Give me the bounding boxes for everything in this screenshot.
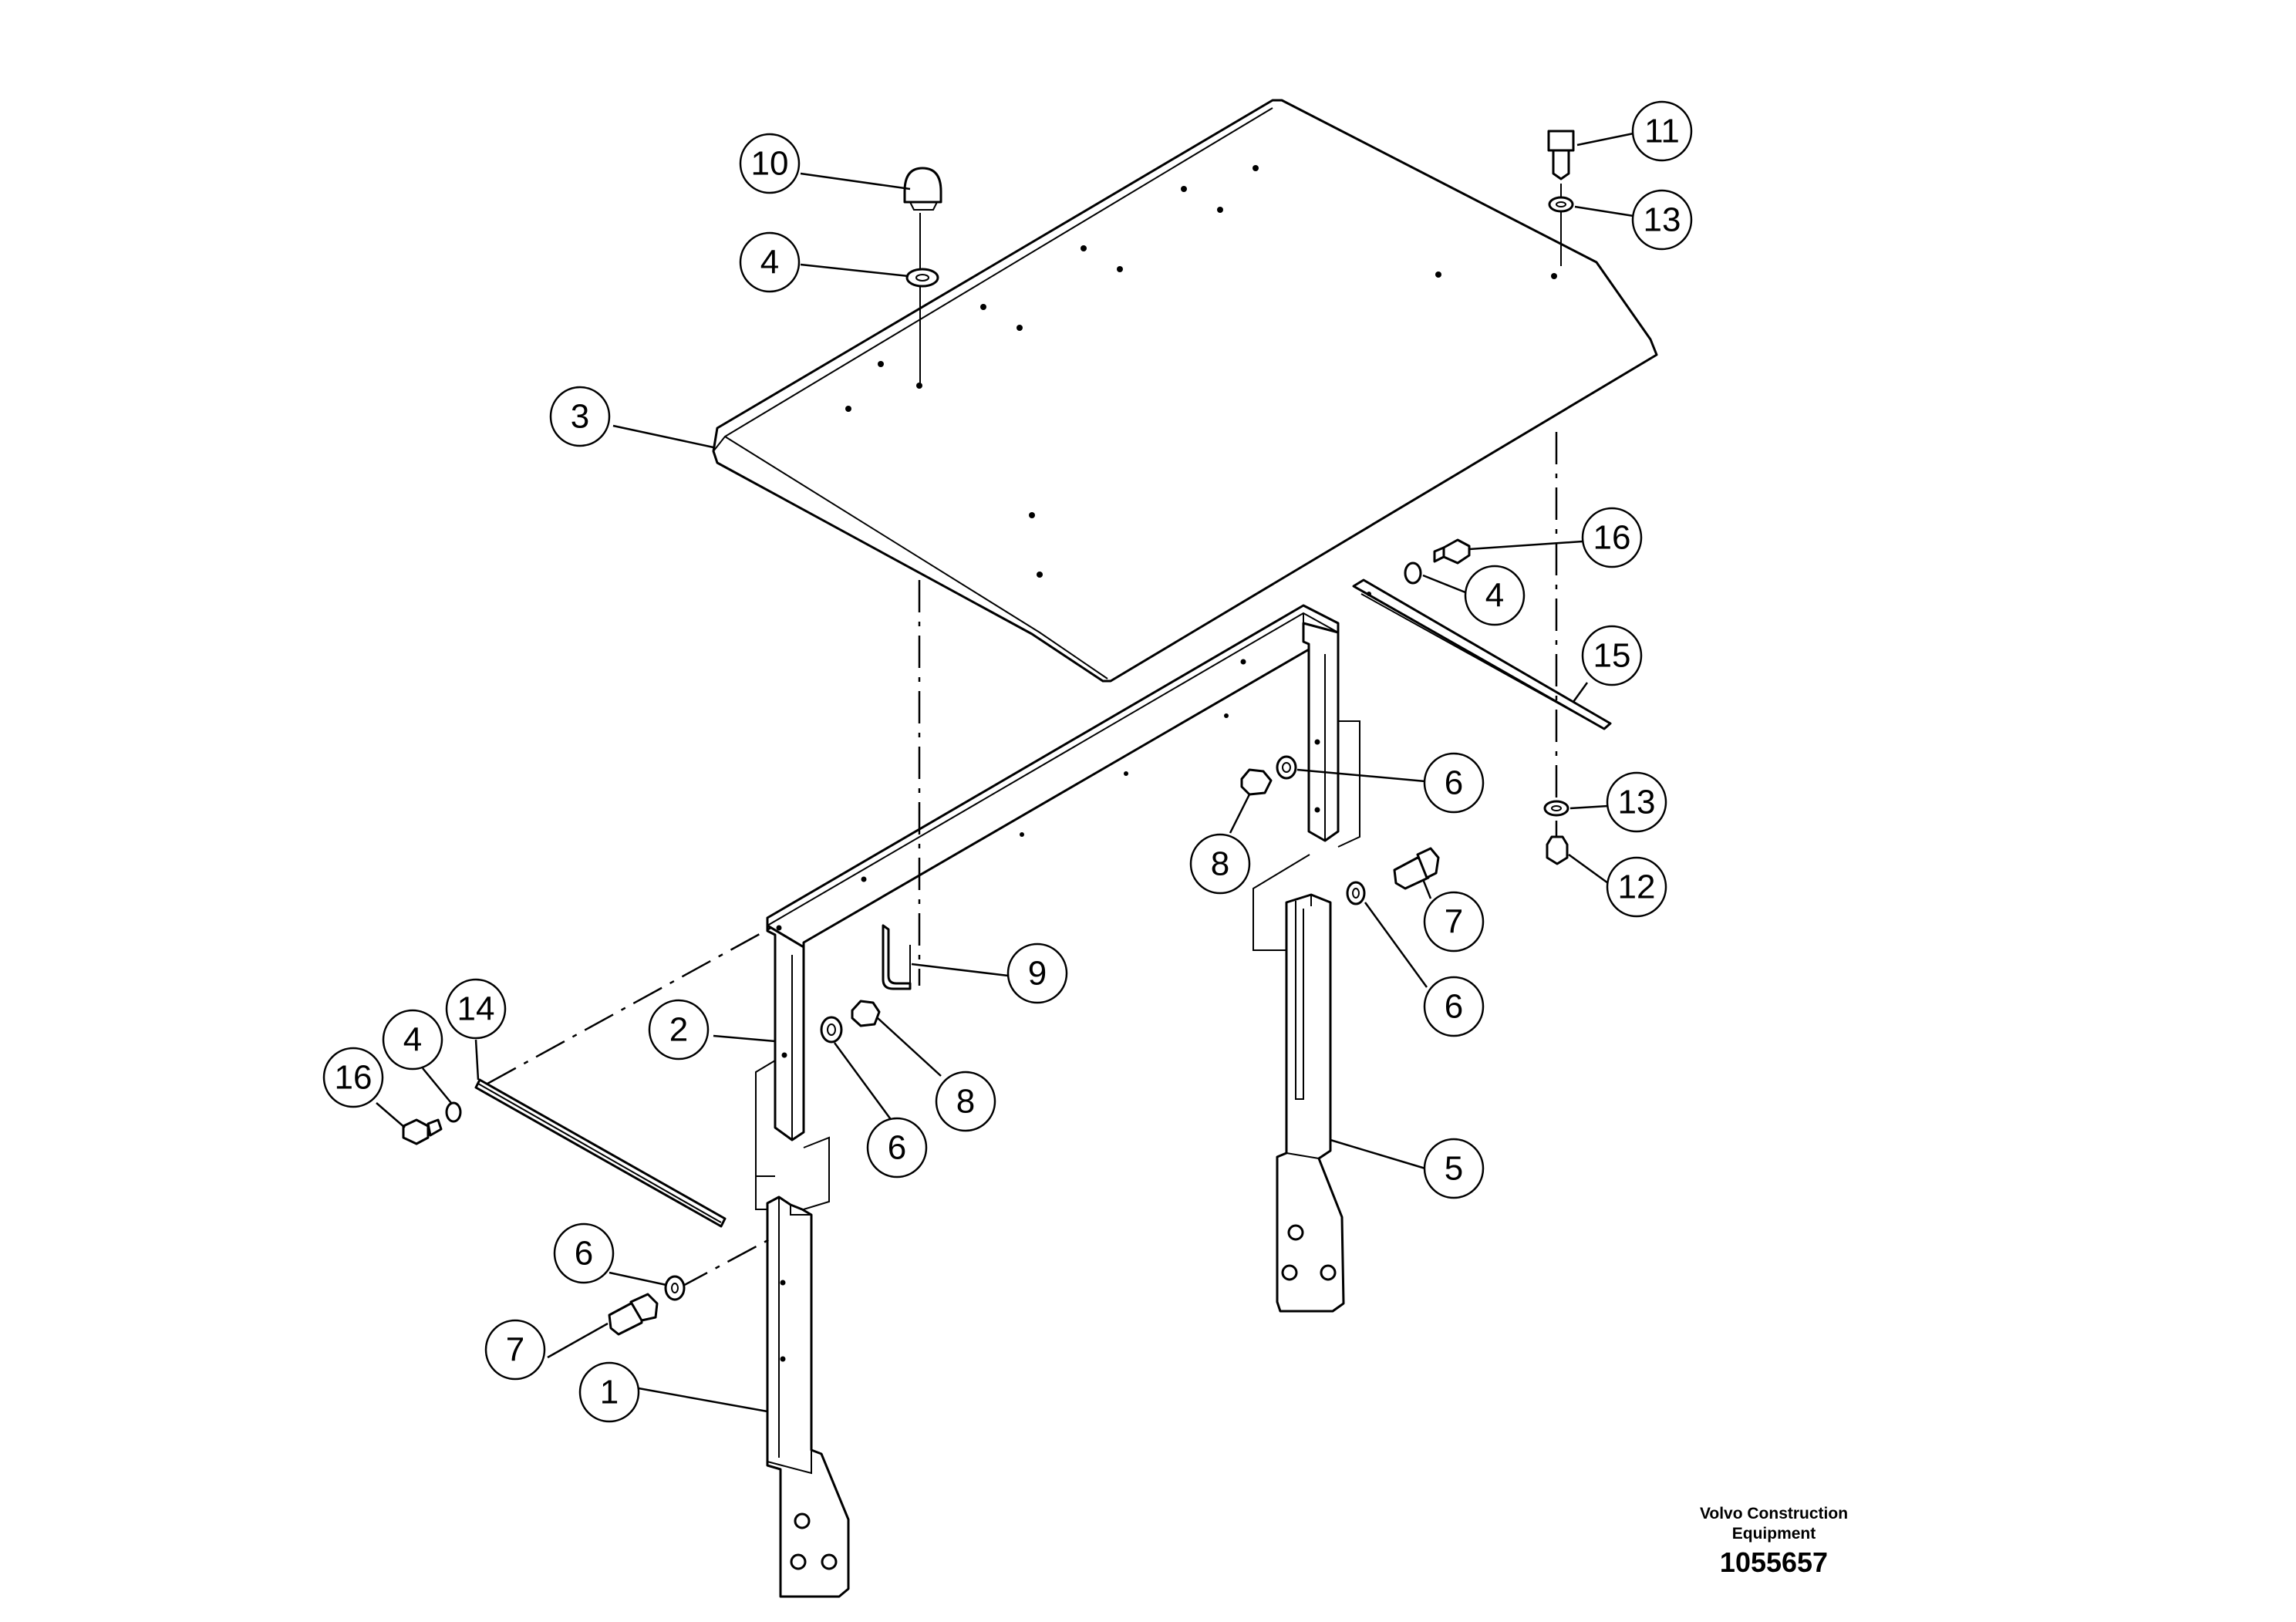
- callout-8-right-label: 8: [1211, 845, 1229, 883]
- callout-13-top-label: 13: [1644, 201, 1681, 239]
- washer-part-13-bottom: [1543, 800, 1569, 817]
- bolt-part-16-right: [1433, 538, 1471, 565]
- washer-part-6-right-lower: [1346, 881, 1366, 905]
- callout-6-left-upper: 6: [866, 1117, 928, 1179]
- callout-6-right-upper-label: 6: [1445, 764, 1463, 802]
- callout-5: 5: [1423, 1138, 1485, 1199]
- nut-part-8-left: [851, 1000, 881, 1027]
- washer-part-13-top: [1548, 196, 1574, 213]
- lower-right-support-part-5: [1276, 893, 1345, 1313]
- callout-8-left-label: 8: [956, 1083, 975, 1121]
- washer-part-4-left: [445, 1101, 462, 1123]
- break-box-left-upper: [755, 1060, 776, 1177]
- callout-6-right-upper: 6: [1423, 752, 1485, 814]
- left-brace-part-14: [474, 1078, 727, 1228]
- break-box-right-lower: [1253, 854, 1310, 951]
- callout-4-left: 4: [382, 1009, 443, 1071]
- manufacturer-line-2: Equipment: [1731, 1525, 1816, 1543]
- nut-part-12: [1546, 835, 1569, 865]
- callout-13-top: 13: [1631, 189, 1693, 251]
- washer-part-6-left-lower: [664, 1275, 686, 1301]
- callout-2-label: 2: [669, 1011, 688, 1049]
- callout-16-right-label: 16: [1593, 519, 1631, 557]
- washer-part-4-right: [1404, 561, 1422, 585]
- callout-3-label: 3: [571, 398, 589, 436]
- bolt-part-16-left: [402, 1118, 443, 1145]
- drawing-number: 1055657: [1719, 1546, 1829, 1578]
- callout-10-label: 10: [751, 145, 789, 183]
- callout-12: 12: [1606, 856, 1667, 918]
- manufacturer-line-1: Volvo Construction: [1699, 1505, 1849, 1523]
- callout-16-left-label: 16: [335, 1059, 373, 1097]
- bolt-part-7-right: [1393, 847, 1440, 890]
- callout-9: 9: [1006, 943, 1068, 1004]
- callout-6-left-lower: 6: [553, 1222, 615, 1284]
- callout-7-right: 7: [1423, 891, 1485, 953]
- callout-11: 11: [1631, 100, 1693, 162]
- lower-left-support-part-1: [766, 1195, 850, 1598]
- callout-4-right-label: 4: [1485, 577, 1504, 615]
- manufacturer-label: Volvo Construction Equipment: [1666, 1504, 1882, 1544]
- callout-13-bottom: 13: [1606, 771, 1667, 833]
- washer-part-6-left-upper: [820, 1016, 843, 1044]
- u-bolt-part-9: [882, 924, 912, 990]
- roof-panel-part-3: [712, 99, 1658, 683]
- callout-7-left: 7: [484, 1319, 546, 1381]
- callout-4-right: 4: [1464, 565, 1526, 626]
- left-leg-part-2: [766, 924, 805, 1141]
- callout-14-label: 14: [457, 990, 495, 1028]
- callout-4-left-label: 4: [403, 1021, 422, 1059]
- callout-8-left: 8: [935, 1071, 996, 1132]
- axis-left-bolt: [678, 1235, 776, 1290]
- callout-4-top-label: 4: [760, 244, 779, 282]
- callout-8-right: 8: [1189, 833, 1251, 895]
- callout-6-right-lower-label: 6: [1445, 988, 1463, 1026]
- callout-13-bottom-label: 13: [1618, 784, 1656, 821]
- callout-4-top: 4: [739, 231, 801, 293]
- callout-16-left: 16: [322, 1047, 384, 1108]
- break-box-right-upper: [1337, 720, 1360, 848]
- callout-7-left-label: 7: [506, 1331, 524, 1369]
- callout-6-right-lower: 6: [1423, 976, 1485, 1037]
- washer-part-4-top: [905, 268, 939, 288]
- frame-right-leg: [1302, 622, 1340, 842]
- callout-5-label: 5: [1445, 1150, 1463, 1188]
- callout-7-right-label: 7: [1445, 903, 1463, 941]
- leader-lines: [376, 132, 1634, 1413]
- right-brace-part-15: [1352, 578, 1612, 730]
- break-box-left-lower: [755, 1136, 830, 1210]
- callout-15-label: 15: [1593, 637, 1631, 675]
- washer-part-6-right-upper: [1276, 755, 1297, 780]
- nut-part-8-right: [1240, 768, 1273, 796]
- callout-2: 2: [648, 999, 710, 1061]
- cap-nut-part-10: [903, 167, 942, 386]
- callout-3: 3: [549, 386, 611, 447]
- callout-6-left-upper-label: 6: [888, 1129, 906, 1167]
- callout-1-label: 1: [600, 1374, 619, 1411]
- callout-11-label: 11: [1644, 113, 1680, 150]
- callout-1: 1: [578, 1361, 640, 1423]
- bolt-part-7-left: [608, 1293, 659, 1336]
- callout-16-right: 16: [1581, 507, 1643, 568]
- callout-10: 10: [739, 133, 801, 194]
- callout-6-left-lower-label: 6: [575, 1235, 593, 1273]
- callout-14: 14: [445, 978, 507, 1040]
- axis-left-brace: [487, 924, 776, 1085]
- callout-9-label: 9: [1028, 955, 1047, 993]
- callout-15: 15: [1581, 625, 1643, 686]
- callout-12-label: 12: [1618, 868, 1656, 906]
